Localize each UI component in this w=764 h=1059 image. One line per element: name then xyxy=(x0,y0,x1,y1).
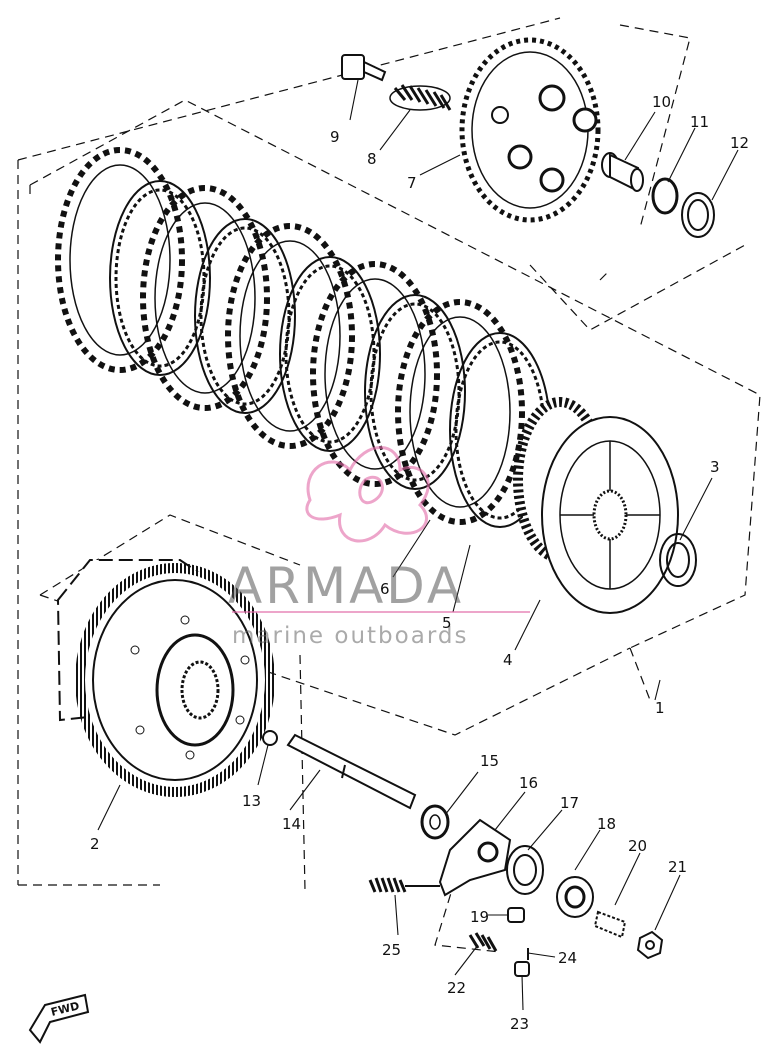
friction-plate xyxy=(140,185,270,411)
clutch-bolt xyxy=(341,54,387,82)
friction-plate xyxy=(395,299,525,525)
group-outline-clutch-assembly xyxy=(17,17,761,953)
thrust-washer xyxy=(659,533,697,587)
locknut xyxy=(636,930,664,960)
friction-plate xyxy=(310,261,440,487)
adjusting-nut xyxy=(556,876,594,918)
circlip xyxy=(651,177,679,215)
friction-plate xyxy=(55,147,185,373)
return-spring xyxy=(368,877,440,893)
clutch-spring xyxy=(389,84,452,111)
part-label-19: 19 xyxy=(470,908,489,926)
part-label-18: 18 xyxy=(597,815,616,833)
part-label-6: 6 xyxy=(380,580,390,598)
part-label-22: 22 xyxy=(447,979,466,997)
clutch-plate-stack xyxy=(55,147,551,528)
part-label-16: 16 xyxy=(519,774,538,792)
part-label-9: 9 xyxy=(330,128,340,146)
leader-lines xyxy=(97,79,739,1011)
part-label-21: 21 xyxy=(668,858,687,876)
part-label-14: 14 xyxy=(282,815,301,833)
pressure-plate xyxy=(459,37,601,223)
part-label-15: 15 xyxy=(480,752,499,770)
part-label-23: 23 xyxy=(510,1015,529,1033)
steel-ball xyxy=(262,730,278,746)
bearing xyxy=(420,804,450,840)
part-label-24: 24 xyxy=(558,949,577,967)
torsion-spring xyxy=(468,932,498,952)
primary-driven-gear xyxy=(56,559,275,797)
part-label-7: 7 xyxy=(407,174,417,192)
part-label-17: 17 xyxy=(560,794,579,812)
clutch-plate xyxy=(109,180,211,376)
screw xyxy=(514,961,530,977)
part-label-5: 5 xyxy=(442,614,452,632)
friction-plate xyxy=(225,223,355,449)
push-lever xyxy=(438,818,512,897)
clutch-plate xyxy=(194,218,296,414)
watermark: ARMADA marine outboards xyxy=(228,446,530,649)
part-label-2: 2 xyxy=(90,835,100,853)
part-label-1: 1 xyxy=(655,699,665,717)
part-label-10: 10 xyxy=(652,93,671,111)
watermark-logo-icon xyxy=(305,446,430,543)
clutch-plate xyxy=(279,256,381,452)
clutch-boss xyxy=(513,397,679,614)
oil-seal xyxy=(506,845,544,895)
screw xyxy=(507,907,525,923)
watermark-brand: ARMADA xyxy=(228,557,464,615)
part-label-8: 8 xyxy=(367,150,377,168)
part-label-3: 3 xyxy=(710,458,720,476)
part-label-13: 13 xyxy=(242,792,261,810)
part-label-20: 20 xyxy=(628,837,647,855)
part-number-labels: 1 2 3 4 5 6 7 8 9 10 11 12 13 14 15 16 1… xyxy=(90,93,749,1033)
adjusting-screw xyxy=(593,910,627,939)
part-label-4: 4 xyxy=(503,651,513,669)
watermark-tagline: marine outboards xyxy=(232,623,468,649)
part-label-25: 25 xyxy=(382,941,401,959)
part-label-11: 11 xyxy=(690,113,709,131)
push-plunger xyxy=(601,152,644,192)
part-label-12: 12 xyxy=(730,134,749,152)
forward-direction-marker: FWD xyxy=(28,993,90,1044)
clutch-plate xyxy=(364,294,466,490)
push-rod xyxy=(286,733,417,810)
plain-washer xyxy=(681,192,715,238)
fwd-arrow-icon xyxy=(28,993,90,1044)
